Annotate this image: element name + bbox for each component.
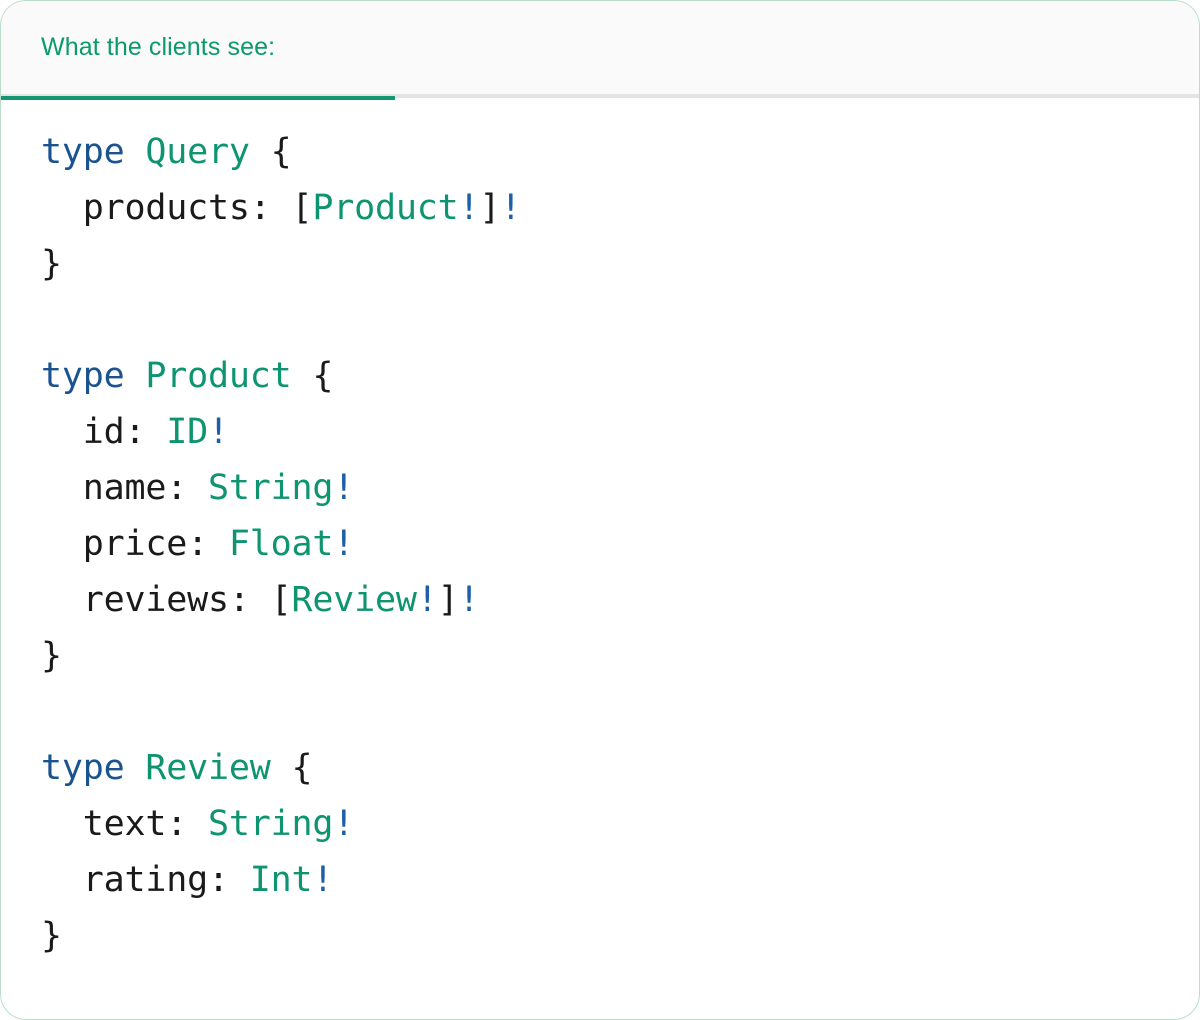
tab-what-the-clients-see[interactable]: What the clients see: [1,1,395,100]
token-indent [41,468,83,508]
token-brace-open: { [270,748,313,788]
token-colon: : [207,860,250,900]
token-colon: : [166,468,208,508]
code-line: id: ID! [41,404,1199,460]
token-field-type: String [208,804,334,844]
token-indent [41,412,83,452]
token-field-name: products [82,188,250,228]
token-indent [41,524,83,564]
token-field-name: reviews [82,580,229,620]
code-line: price: Float! [41,516,1199,572]
code-line: products: [Product!]! [41,180,1199,236]
token-non-null: ! [312,860,334,900]
code-line: type Review { [41,740,1199,796]
token-space [125,748,146,788]
token-field-type: Float [228,524,334,564]
token-bracket-close: ] [437,580,459,620]
token-non-null: ! [333,468,355,508]
code-line: text: String! [41,796,1199,852]
token-field-name: id [82,412,125,452]
token-colon: : [124,412,167,452]
token-field-name: name [82,468,167,508]
token-non-null: ! [458,188,480,228]
token-brace-open: { [249,132,292,172]
token-colon: : [187,524,229,564]
token-field-name: text [82,804,167,844]
token-bracket-close: ] [479,188,501,228]
code-line-blank [41,292,1199,348]
token-indent [41,580,83,620]
token-colon: : [166,804,208,844]
tab-strip: What the clients see: [1,1,1199,100]
token-brace-close: } [41,636,62,676]
token-non-null: ! [333,524,355,564]
token-keyword: type [41,132,125,172]
code-line: type Product { [41,348,1199,404]
token-field-type: String [208,468,334,508]
token-type-name: Review [145,748,271,788]
token-field-type: Review [291,580,417,620]
token-non-null: ! [500,188,522,228]
token-brace-close: } [41,244,62,284]
token-indent [41,188,83,228]
token-field-name: price [82,524,188,564]
token-colon: : [228,580,271,620]
code-line: name: String! [41,460,1199,516]
code-line: } [41,908,1199,964]
token-non-null: ! [416,580,438,620]
token-field-type: Int [249,860,313,900]
token-field-name: rating [82,860,208,900]
tab-label: What the clients see: [41,33,276,61]
token-field-type: Product [312,188,459,228]
token-colon: : [249,188,292,228]
code-line-blank [41,684,1199,740]
schema-code-block: type Query { products: [Product!]!}type … [1,98,1199,964]
token-keyword: type [41,356,125,396]
token-type-name: Query [145,132,250,172]
code-line: } [41,628,1199,684]
token-non-null: ! [458,580,480,620]
token-non-null: ! [208,412,229,452]
token-bracket-open: [ [270,580,292,620]
token-indent [41,804,83,844]
token-indent [41,860,83,900]
token-brace-open: { [291,356,334,396]
graphql-schema-source[interactable]: type Query { products: [Product!]!}type … [41,124,1199,964]
token-field-type: ID [166,412,208,452]
token-non-null: ! [333,804,355,844]
token-space [125,132,146,172]
token-keyword: type [41,748,125,788]
code-line: reviews: [Review!]! [41,572,1199,628]
token-type-name: Product [145,356,292,396]
token-bracket-open: [ [291,188,313,228]
token-space [125,356,146,396]
code-line: type Query { [41,124,1199,180]
code-line: } [41,236,1199,292]
token-brace-close: } [41,916,62,956]
code-line: rating: Int! [41,852,1199,908]
